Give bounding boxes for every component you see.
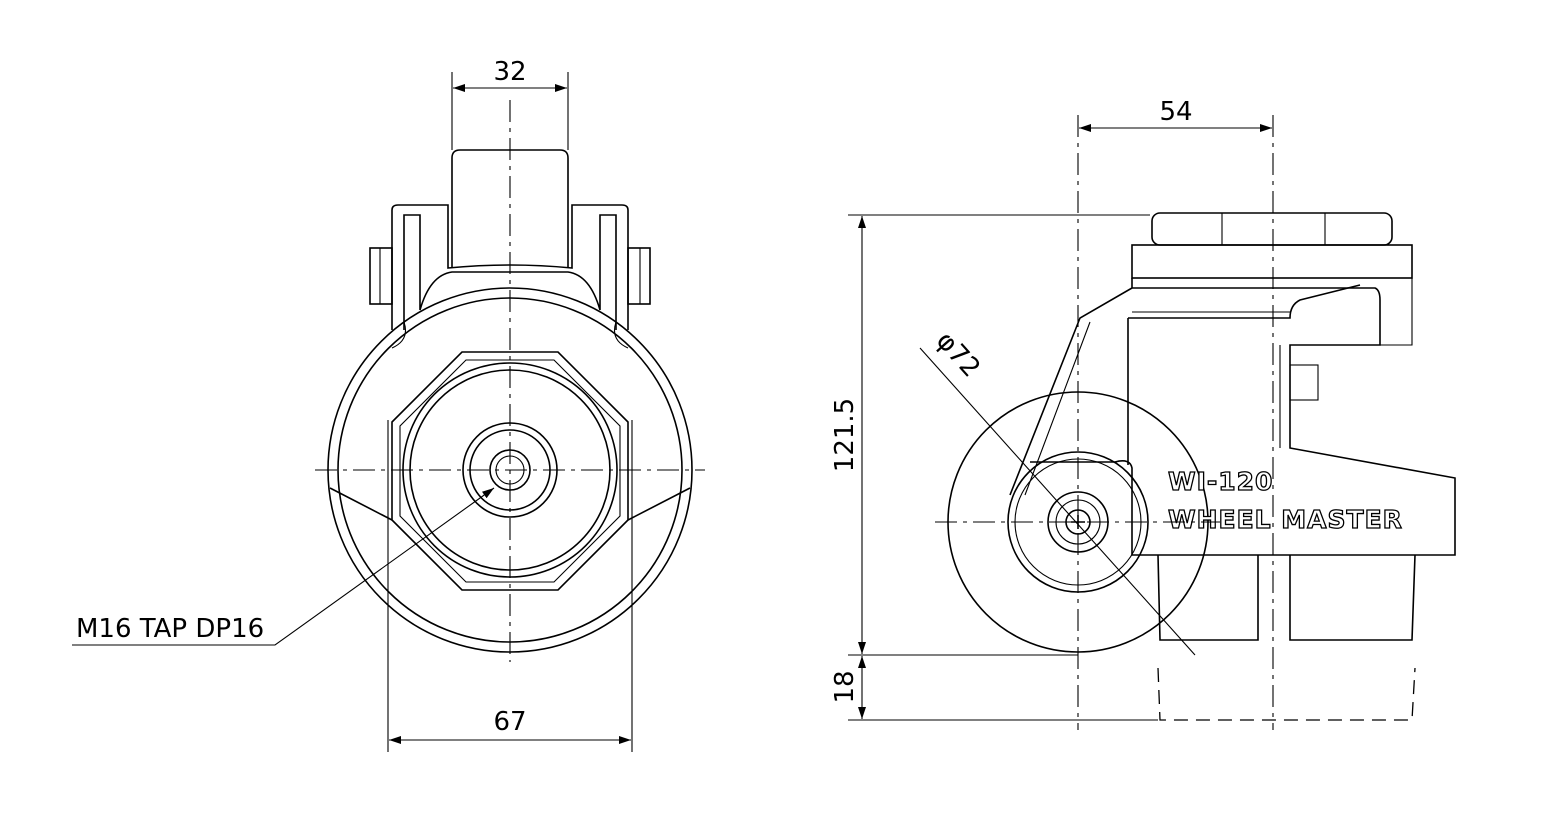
hex-nut — [391, 351, 629, 591]
body-top — [1131, 244, 1413, 279]
dimension-diameter-72: φ72 — [930, 326, 986, 383]
brand-label: WHEEL MASTER — [1168, 505, 1403, 534]
dimension-121-5: 121.5 — [830, 398, 860, 472]
front-view: 32 67 M16 TAP DP16 — [72, 57, 705, 752]
dimension-32: 32 — [493, 57, 526, 87]
axle-nut-right — [627, 247, 651, 305]
mounting-plate — [1151, 212, 1393, 246]
model-label: WI-120 — [1168, 467, 1273, 496]
dimension-54: 54 — [1159, 97, 1192, 127]
dimension-18: 18 — [830, 670, 860, 703]
dimension-67: 67 — [493, 707, 526, 737]
tap-note: M16 TAP DP16 — [76, 614, 264, 644]
axle-nut-left — [369, 247, 393, 305]
side-view: WI-120 WHEEL MASTER 54 121.5 18 φ72 — [830, 97, 1456, 730]
